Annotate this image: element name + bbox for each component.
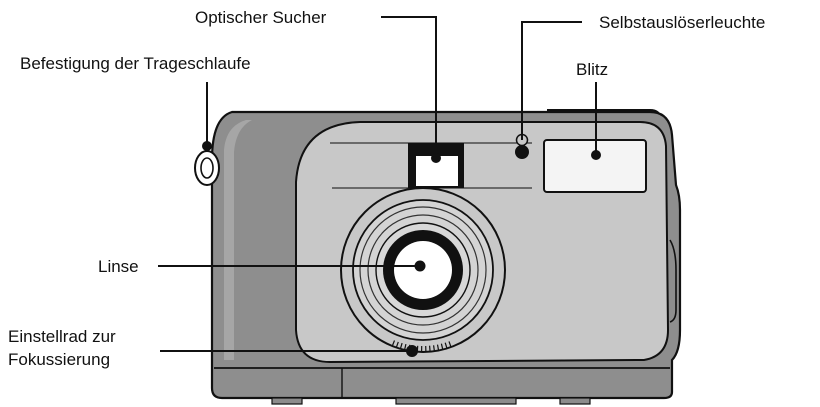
focus-tooth	[433, 345, 435, 352]
foot-center	[395, 397, 517, 405]
foot-left	[271, 397, 303, 405]
focus-tooth	[436, 344, 440, 351]
label-self-timer-lamp: Selbstauslöserleuchte	[599, 13, 765, 32]
label-strap-mount: Befestigung der Trageschlaufe	[20, 54, 251, 73]
label-focus-line2: Fokussierung	[8, 350, 110, 369]
focus-tooth	[444, 342, 448, 349]
focus-tooth	[399, 342, 403, 349]
strap-mount	[194, 141, 220, 186]
grip-highlight	[224, 120, 252, 360]
label-flash: Blitz	[576, 60, 608, 79]
focus-tooth	[404, 343, 407, 351]
foot-right	[559, 397, 591, 405]
leader-viewfinder	[381, 16, 437, 158]
focus-tooth	[391, 340, 396, 347]
side-ridge	[669, 239, 677, 323]
lens-assembly	[340, 187, 506, 357]
focus-tooth	[395, 341, 399, 348]
label-focus-line1: Einstellrad zur	[8, 327, 116, 346]
focus-tooth	[448, 341, 452, 348]
label-viewfinder: Optischer Sucher	[195, 8, 327, 27]
focus-tooth	[440, 343, 444, 350]
label-lens: Linse	[98, 257, 139, 276]
leader-lines	[158, 16, 597, 352]
focus-tooth	[429, 345, 431, 352]
leader-self-timer	[521, 21, 582, 140]
